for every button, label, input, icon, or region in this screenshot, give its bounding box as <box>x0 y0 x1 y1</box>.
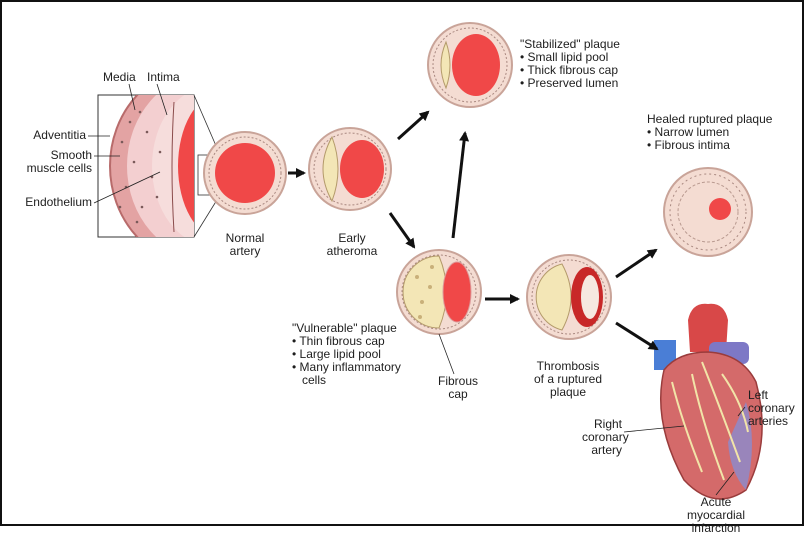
label-right-coronary-artery: Right coronary artery <box>582 418 622 457</box>
thrombosis-graphic <box>527 255 611 339</box>
healed-item: • Fibrous intima <box>647 139 772 152</box>
arrow-vulnerable-to-stabilized <box>453 133 465 238</box>
vulnerable-item: cells <box>292 374 401 387</box>
arrow-early-to-stabilized <box>398 112 428 139</box>
label-adventitia: Adventitia <box>22 129 86 142</box>
early-atheroma-graphic <box>309 128 391 210</box>
stabilized-plaque-notes: "Stabilized" plaque • Small lipid pool •… <box>520 38 620 90</box>
label-intima: Intima <box>147 71 180 84</box>
label-endothelium: Endothelium <box>8 196 92 209</box>
label-media: Media <box>103 71 136 84</box>
normal-artery-graphic <box>204 132 286 214</box>
arrow-thrombosis-to-heart <box>616 323 657 349</box>
label-left-coronary-arteries: Left coronary arteries <box>748 389 795 428</box>
label-normal-artery: Normal artery <box>226 232 265 258</box>
vulnerable-plaque-graphic <box>397 250 481 334</box>
label-fibrous-cap: Fibrous cap <box>438 375 478 401</box>
heart-illustration <box>654 304 762 499</box>
healed-plaque-notes: Healed ruptured plaque • Narrow lumen • … <box>647 113 772 152</box>
stabilized-plaque-graphic <box>428 23 512 107</box>
label-acute-myocardial-infarction: Acute myocardial infarction <box>673 496 759 535</box>
label-smooth-muscle-cells: Smooth muscle cells <box>10 149 92 175</box>
label-early-atheroma: Early atheroma <box>327 232 378 258</box>
arrow-thrombosis-to-healed <box>616 250 656 277</box>
stabilized-item: • Preserved lumen <box>520 77 620 90</box>
arrow-early-to-vulnerable <box>390 213 414 247</box>
vulnerable-plaque-notes: "Vulnerable" plaque • Thin fibrous cap •… <box>292 322 401 387</box>
healed-plaque-graphic <box>664 168 752 256</box>
label-thrombosis: Thrombosis of a ruptured plaque <box>534 360 602 399</box>
